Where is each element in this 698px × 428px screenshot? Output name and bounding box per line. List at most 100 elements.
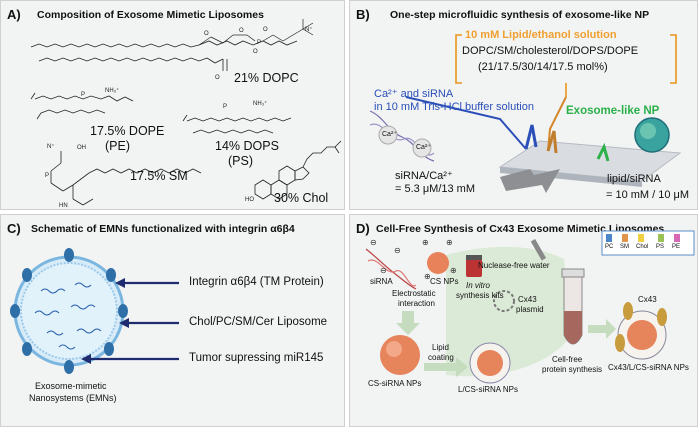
cx43-label: Cx43 — [638, 295, 657, 304]
svg-text:P: P — [257, 40, 261, 46]
svg-text:P: P — [45, 173, 49, 179]
svg-text:N⁺: N⁺ — [47, 143, 55, 150]
legend-chol: Chol — [636, 244, 649, 250]
sirna-ca-label: siRNA/Ca²⁺ — [395, 170, 453, 182]
dops-percent-label: 14% DOPS — [215, 139, 279, 153]
panel-d-title: Cell-Free Synthesis of Cx43 Exosome Mime… — [376, 223, 665, 235]
cs-nps-label: CS NPs — [430, 277, 459, 286]
lipid-bracket — [455, 34, 677, 84]
synthesis-background — [446, 246, 572, 377]
svg-text:NH₃⁺: NH₃⁺ — [253, 100, 267, 107]
emn-caption-line2: Nanosystems (EMNs) — [29, 393, 117, 403]
panel-c-title: Schematic of EMNs functionalized with in… — [31, 223, 295, 235]
cs-sirna-np — [380, 335, 420, 375]
svg-text:⊖: ⊖ — [394, 246, 401, 255]
synthesis-arrow — [588, 319, 616, 339]
panel-b-microfluidic: B) One-step microfluidic synthesis of ex… — [349, 0, 698, 210]
dope-abbr-label: (PE) — [105, 139, 130, 153]
svg-text:⊕: ⊕ — [450, 266, 457, 275]
lipid-solution-title: 10 mM Lipid/ethanol solution — [465, 29, 617, 41]
svg-text:HO: HO — [245, 197, 254, 203]
svg-text:P: P — [81, 92, 85, 98]
lipid-composition: DOPC/SM/cholesterol/DOPS/DOPE — [462, 45, 639, 57]
legend-pe: PE — [672, 244, 681, 250]
synthesis-kit — [466, 259, 482, 277]
lipid-sirna-label: lipid/siRNA — [607, 173, 661, 185]
legend-pc: PC — [605, 244, 614, 250]
cx43-plasmid-label-2: plasmid — [516, 305, 544, 314]
cell-free-label-1: Cell-free — [552, 355, 583, 364]
calcium-ion-label: Ca²⁺ — [382, 131, 397, 138]
emn-schematic — [10, 248, 179, 374]
panel-c-label: C) — [7, 221, 21, 236]
lipid-legend-swatches — [606, 234, 680, 242]
in-vitro-label: In vitro — [466, 281, 491, 290]
panel-b-label: B) — [356, 7, 370, 22]
panel-a-label: A) — [7, 7, 21, 22]
svg-text:⊖: ⊖ — [380, 266, 387, 275]
cx43-plasmid — [493, 290, 515, 312]
electrostatic-arrow — [396, 311, 420, 335]
calcium-ion — [412, 138, 432, 158]
panel-d-label: D) — [356, 221, 370, 236]
panel-b-title: One-step microfluidic synthesis of exoso… — [390, 9, 650, 21]
l-cs-sirna-label: L/CS-siRNA NPs — [458, 385, 519, 394]
dops-structure — [182, 114, 292, 134]
cs-nanoparticle — [427, 252, 449, 274]
svg-text:⊖: ⊖ — [370, 238, 377, 247]
lipid-coating-label-1: Lipid — [432, 343, 449, 352]
dops-abbr-label: (PS) — [228, 154, 253, 168]
svg-text:O: O — [263, 27, 268, 33]
dropper — [530, 238, 547, 261]
legend-sm: SM — [620, 244, 629, 250]
calcium-ion-label: Ca²⁺ — [416, 144, 431, 151]
sm-structure — [50, 151, 202, 206]
electrostatic-label-2: interaction — [398, 299, 435, 308]
emn-caption-line1: Exosome-mimetic — [35, 381, 107, 391]
svg-text:HN: HN — [59, 203, 68, 209]
svg-text:⊕: ⊕ — [424, 272, 431, 281]
svg-text:N⁺: N⁺ — [305, 26, 313, 33]
svg-text:NH₃⁺: NH₃⁺ — [105, 87, 119, 94]
calcium-ion — [378, 125, 398, 145]
svg-text:O: O — [215, 75, 220, 81]
lipid-coating-arrow — [424, 357, 468, 377]
panel-d-cell-free: D) Cell-Free Synthesis of Cx43 Exosome M… — [349, 214, 698, 427]
sirna-helix — [365, 248, 417, 290]
lipid-legend-box — [601, 230, 695, 256]
exosome-np-label: Exosome-like NP — [566, 105, 660, 117]
svg-text:O: O — [239, 28, 244, 34]
dopc-structure — [30, 43, 200, 48]
svg-text:⊕: ⊕ — [446, 238, 453, 247]
flow-arrow — [500, 169, 560, 193]
cell-free-label-2: protein synthesis — [542, 365, 603, 374]
sm-label: 17.5% SM — [130, 169, 188, 183]
cs-sirna-label: CS-siRNA NPs — [368, 379, 422, 388]
mirna-label: Tumor supressing miR145 — [189, 352, 324, 364]
electrostatic-label-1: Electrostatic — [392, 289, 436, 298]
mirna-strands — [34, 282, 102, 350]
microfluidic-chip — [498, 140, 682, 182]
legend-ps: PS — [656, 244, 665, 250]
svg-text:P: P — [223, 104, 227, 110]
integrin-label: Integrin α6β4 (TM Protein) — [189, 276, 324, 288]
chol-label: 30% Chol — [274, 191, 329, 205]
cell-free-illustration: ⊖ ⊖ ⊖ ⊕ ⊕ ⊕ ⊕ — [365, 230, 695, 384]
nuclease-free-water-label: Nuclease-free water — [478, 261, 550, 270]
dope-percent-label: 17.5% DOPE — [90, 124, 165, 138]
panel-c-schematic: C) Schematic of EMNs functionalized with… — [0, 214, 345, 427]
sirna-label: siRNA — [370, 277, 393, 286]
blue-inlet-tube — [405, 96, 527, 150]
panel-a-composition: A) Composition of Exosome Mimetic Liposo… — [0, 0, 345, 210]
svg-text:O: O — [204, 31, 209, 37]
final-np-label: Cx43/L/CS-siRNA NPs — [608, 363, 689, 372]
lipid-ratio: (21/17.5/30/14/17.5 mol%) — [478, 61, 608, 73]
lipid-coating-label-2: coating — [428, 353, 454, 362]
cx43-plasmid-label-1: Cx43 — [518, 295, 537, 304]
microfluidic-illustration — [369, 34, 682, 193]
svg-text:OH: OH — [77, 145, 86, 151]
green-outlet-tube — [596, 142, 610, 162]
liposome-label: Chol/PC/SM/Cer Liposome — [189, 316, 328, 328]
svg-text:⊕: ⊕ — [422, 238, 429, 247]
sirna-ca-value: = 5.3 μM/13 mM — [395, 183, 476, 195]
